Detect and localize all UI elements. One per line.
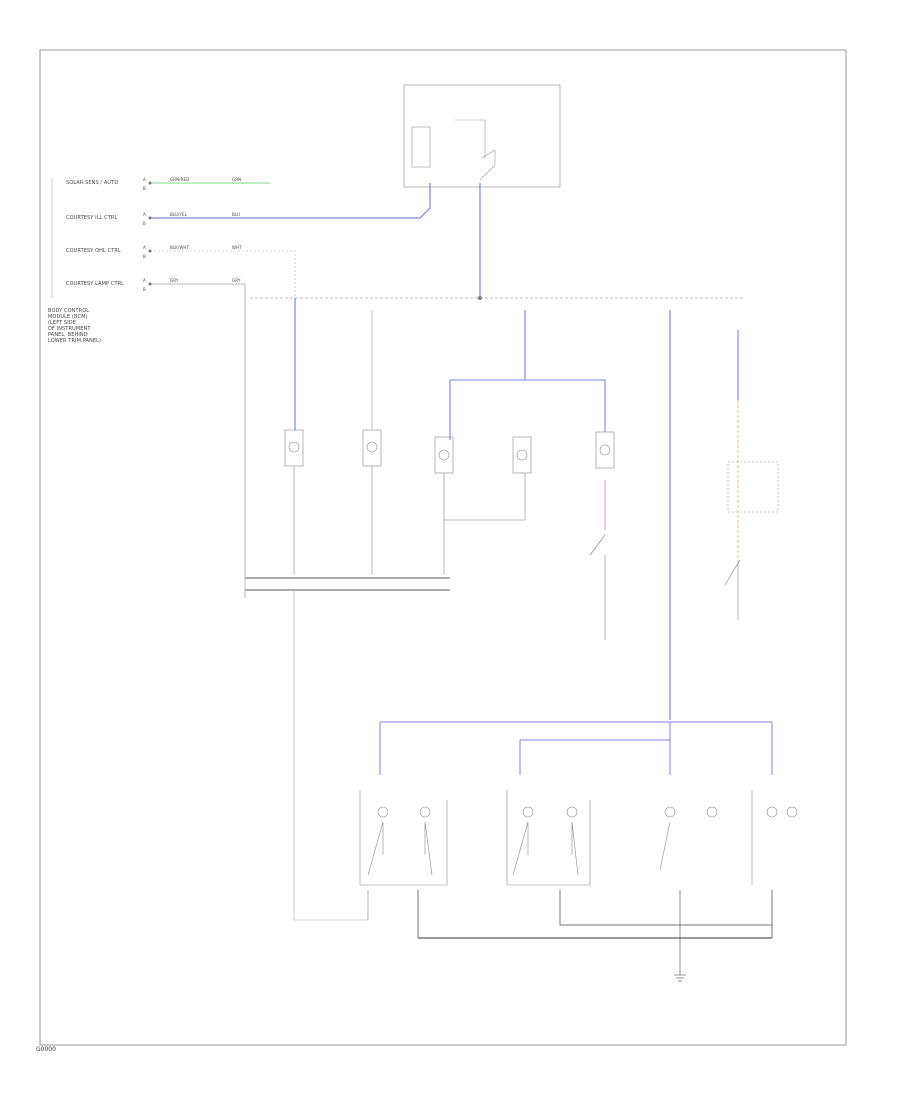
wire-color-lamp: GRY bbox=[170, 278, 179, 283]
input-pin-a-0: A bbox=[143, 177, 146, 182]
wire-color-ohl: BLK/WHT bbox=[170, 245, 190, 250]
input-pin-a-1: A bbox=[143, 212, 146, 217]
input-label-lamp: COURTESY LAMP CTRL bbox=[66, 281, 125, 287]
courtesy-ill-wire bbox=[150, 183, 431, 219]
diagram-frame bbox=[39, 49, 847, 1046]
input-label-solar: SOLAR SENS / AUTO bbox=[66, 180, 119, 186]
input-pin-b-3: B bbox=[143, 287, 146, 292]
input-label-ill: COURTESY ILL CTRL bbox=[66, 215, 118, 221]
lamp-group-row2 bbox=[359, 790, 798, 886]
wire-color-solar: GRN/RED bbox=[170, 177, 190, 182]
fuse-element bbox=[411, 126, 431, 168]
input-pin-b-1: B bbox=[143, 221, 146, 226]
wire-color-ill: BLU/YEL bbox=[170, 212, 187, 217]
courtesy-ohl-wire bbox=[150, 250, 296, 298]
diagram-footer: G0000 bbox=[36, 1046, 56, 1053]
input-pin-a-2: A bbox=[143, 245, 146, 250]
input-label-ohl: COURTESY OHL CTRL bbox=[66, 248, 121, 254]
wire-color-ohl-2: WHT bbox=[232, 245, 242, 250]
wire-color-ill-2: BLU bbox=[232, 212, 241, 217]
ground-symbol bbox=[674, 974, 686, 982]
wire-color-solar-2: GRN bbox=[232, 177, 242, 182]
wire-color-lamp-2: GRY bbox=[232, 278, 241, 283]
input-pin-b-0: B bbox=[143, 186, 146, 191]
input-pin-b-2: B bbox=[143, 254, 146, 259]
input-pin-a-3: A bbox=[143, 278, 146, 283]
module-label: BODY CONTROL MODULE (BCM) (LEFT SIDE OF … bbox=[48, 308, 102, 344]
fuse-block-box bbox=[403, 84, 561, 188]
